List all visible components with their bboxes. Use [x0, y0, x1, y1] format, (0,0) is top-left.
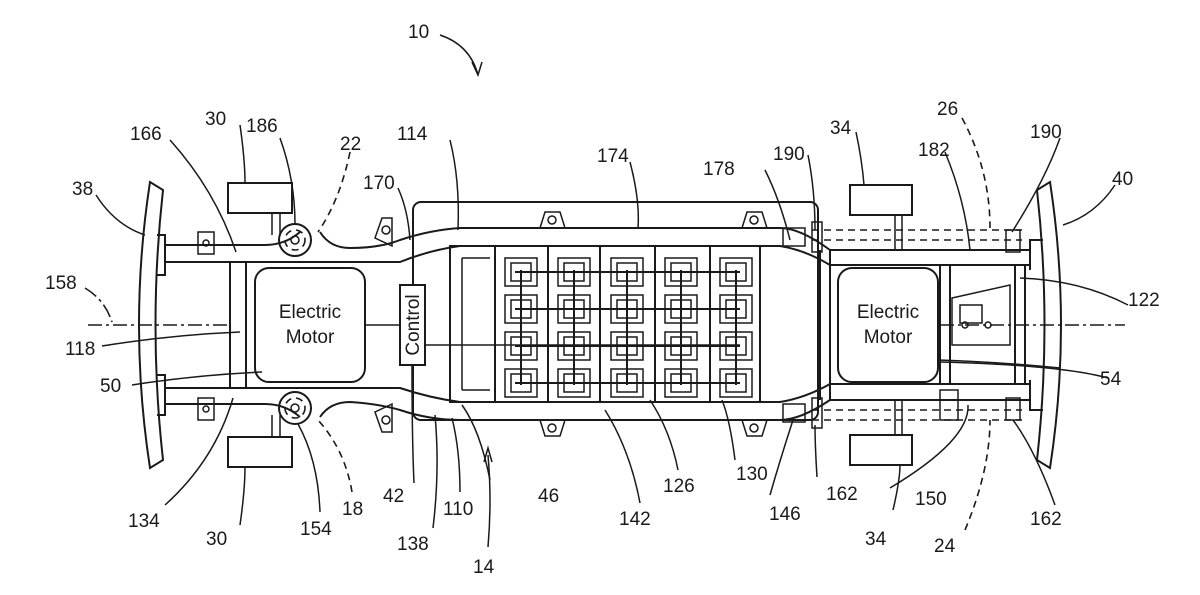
wheel-front-right — [227, 436, 293, 468]
battery-tray — [412, 201, 819, 421]
ref-190-right: 190 — [1030, 122, 1062, 143]
control-unit — [399, 284, 426, 366]
ref-26: 26 — [937, 99, 958, 120]
hub-front-upper — [278, 223, 312, 257]
ref-42: 42 — [383, 486, 404, 507]
axle-stubs — [271, 213, 903, 437]
rear-bumper-mounts — [1029, 239, 1043, 411]
ref-134: 134 — [128, 511, 160, 532]
ref-24: 24 — [934, 536, 956, 557]
hub-center — [290, 235, 300, 245]
battery-bus-bars — [515, 270, 740, 385]
ref-162-right: 162 — [1030, 509, 1062, 530]
ref-174: 174 — [597, 146, 629, 167]
ref-150: 150 — [915, 489, 947, 510]
ref-114: 114 — [397, 124, 428, 145]
rear-motor-label-line2: Motor — [864, 327, 913, 348]
ref-110: 110 — [443, 499, 473, 520]
lower-rail-top — [165, 383, 1030, 403]
upper-rail-bottom — [165, 245, 1030, 266]
front-motor-label-line1: Electric — [279, 302, 341, 323]
ref-154: 154 — [300, 519, 332, 540]
hub-center — [290, 403, 300, 413]
cross-members — [229, 250, 1026, 400]
reference-numerals: 10 30 186 22 166 114 170 174 178 190 34 … — [45, 22, 1160, 578]
wheel-rear-right — [849, 434, 913, 466]
ref-166: 166 — [130, 124, 162, 145]
control-label: Control — [403, 294, 424, 355]
ref-142: 142 — [619, 509, 651, 530]
ref-130: 130 — [736, 464, 768, 485]
battery-modules — [504, 257, 753, 398]
ref-54: 54 — [1100, 369, 1122, 390]
front-electric-motor — [254, 267, 366, 383]
ref-50: 50 — [100, 376, 121, 397]
front-bumper — [138, 180, 165, 470]
hub-bearing — [284, 229, 306, 251]
battery-dividers — [494, 246, 761, 402]
ref-182: 182 — [918, 140, 950, 161]
front-motor-label-line2: Motor — [286, 327, 335, 348]
hub-front-lower — [278, 391, 312, 425]
ref-158: 158 — [45, 273, 77, 294]
ref-22: 22 — [340, 134, 361, 155]
ref-186: 186 — [246, 116, 278, 137]
ref-30-bottom: 30 — [206, 529, 227, 550]
ref-10: 10 — [408, 22, 429, 43]
ref-122: 122 — [1128, 290, 1160, 311]
ref-40: 40 — [1112, 169, 1133, 190]
ref-118: 118 — [65, 339, 95, 360]
wiring — [365, 324, 1061, 369]
wheel-front-left — [227, 182, 293, 214]
ref-146: 146 — [769, 504, 801, 525]
lower-rail-bottom — [165, 399, 1030, 421]
wheel-rear-left — [849, 184, 913, 216]
front-bumper-mounts — [157, 234, 166, 416]
upper-rail-top — [165, 227, 1030, 251]
rear-motor-label-line1: Electric — [857, 302, 919, 323]
ref-162-left: 162 — [826, 484, 858, 505]
ref-170: 170 — [363, 173, 395, 194]
battery-frame-detail — [461, 257, 490, 391]
ref-46: 46 — [538, 486, 559, 507]
ref-30-top: 30 — [205, 109, 226, 130]
ref-18: 18 — [342, 499, 363, 520]
ref-138: 138 — [397, 534, 429, 555]
rear-electric-motor — [837, 267, 939, 383]
mount-brackets — [197, 211, 1021, 437]
ref-34-top: 34 — [830, 118, 852, 139]
ref-190-left: 190 — [773, 144, 805, 165]
ref-178: 178 — [703, 159, 735, 180]
ref-126: 126 — [663, 476, 695, 497]
ref-14: 14 — [473, 557, 495, 578]
ref-34-bottom: 34 — [865, 529, 887, 550]
ref-38: 38 — [72, 179, 93, 200]
leader-lines — [84, 34, 1129, 548]
hub-bearing — [284, 397, 306, 419]
